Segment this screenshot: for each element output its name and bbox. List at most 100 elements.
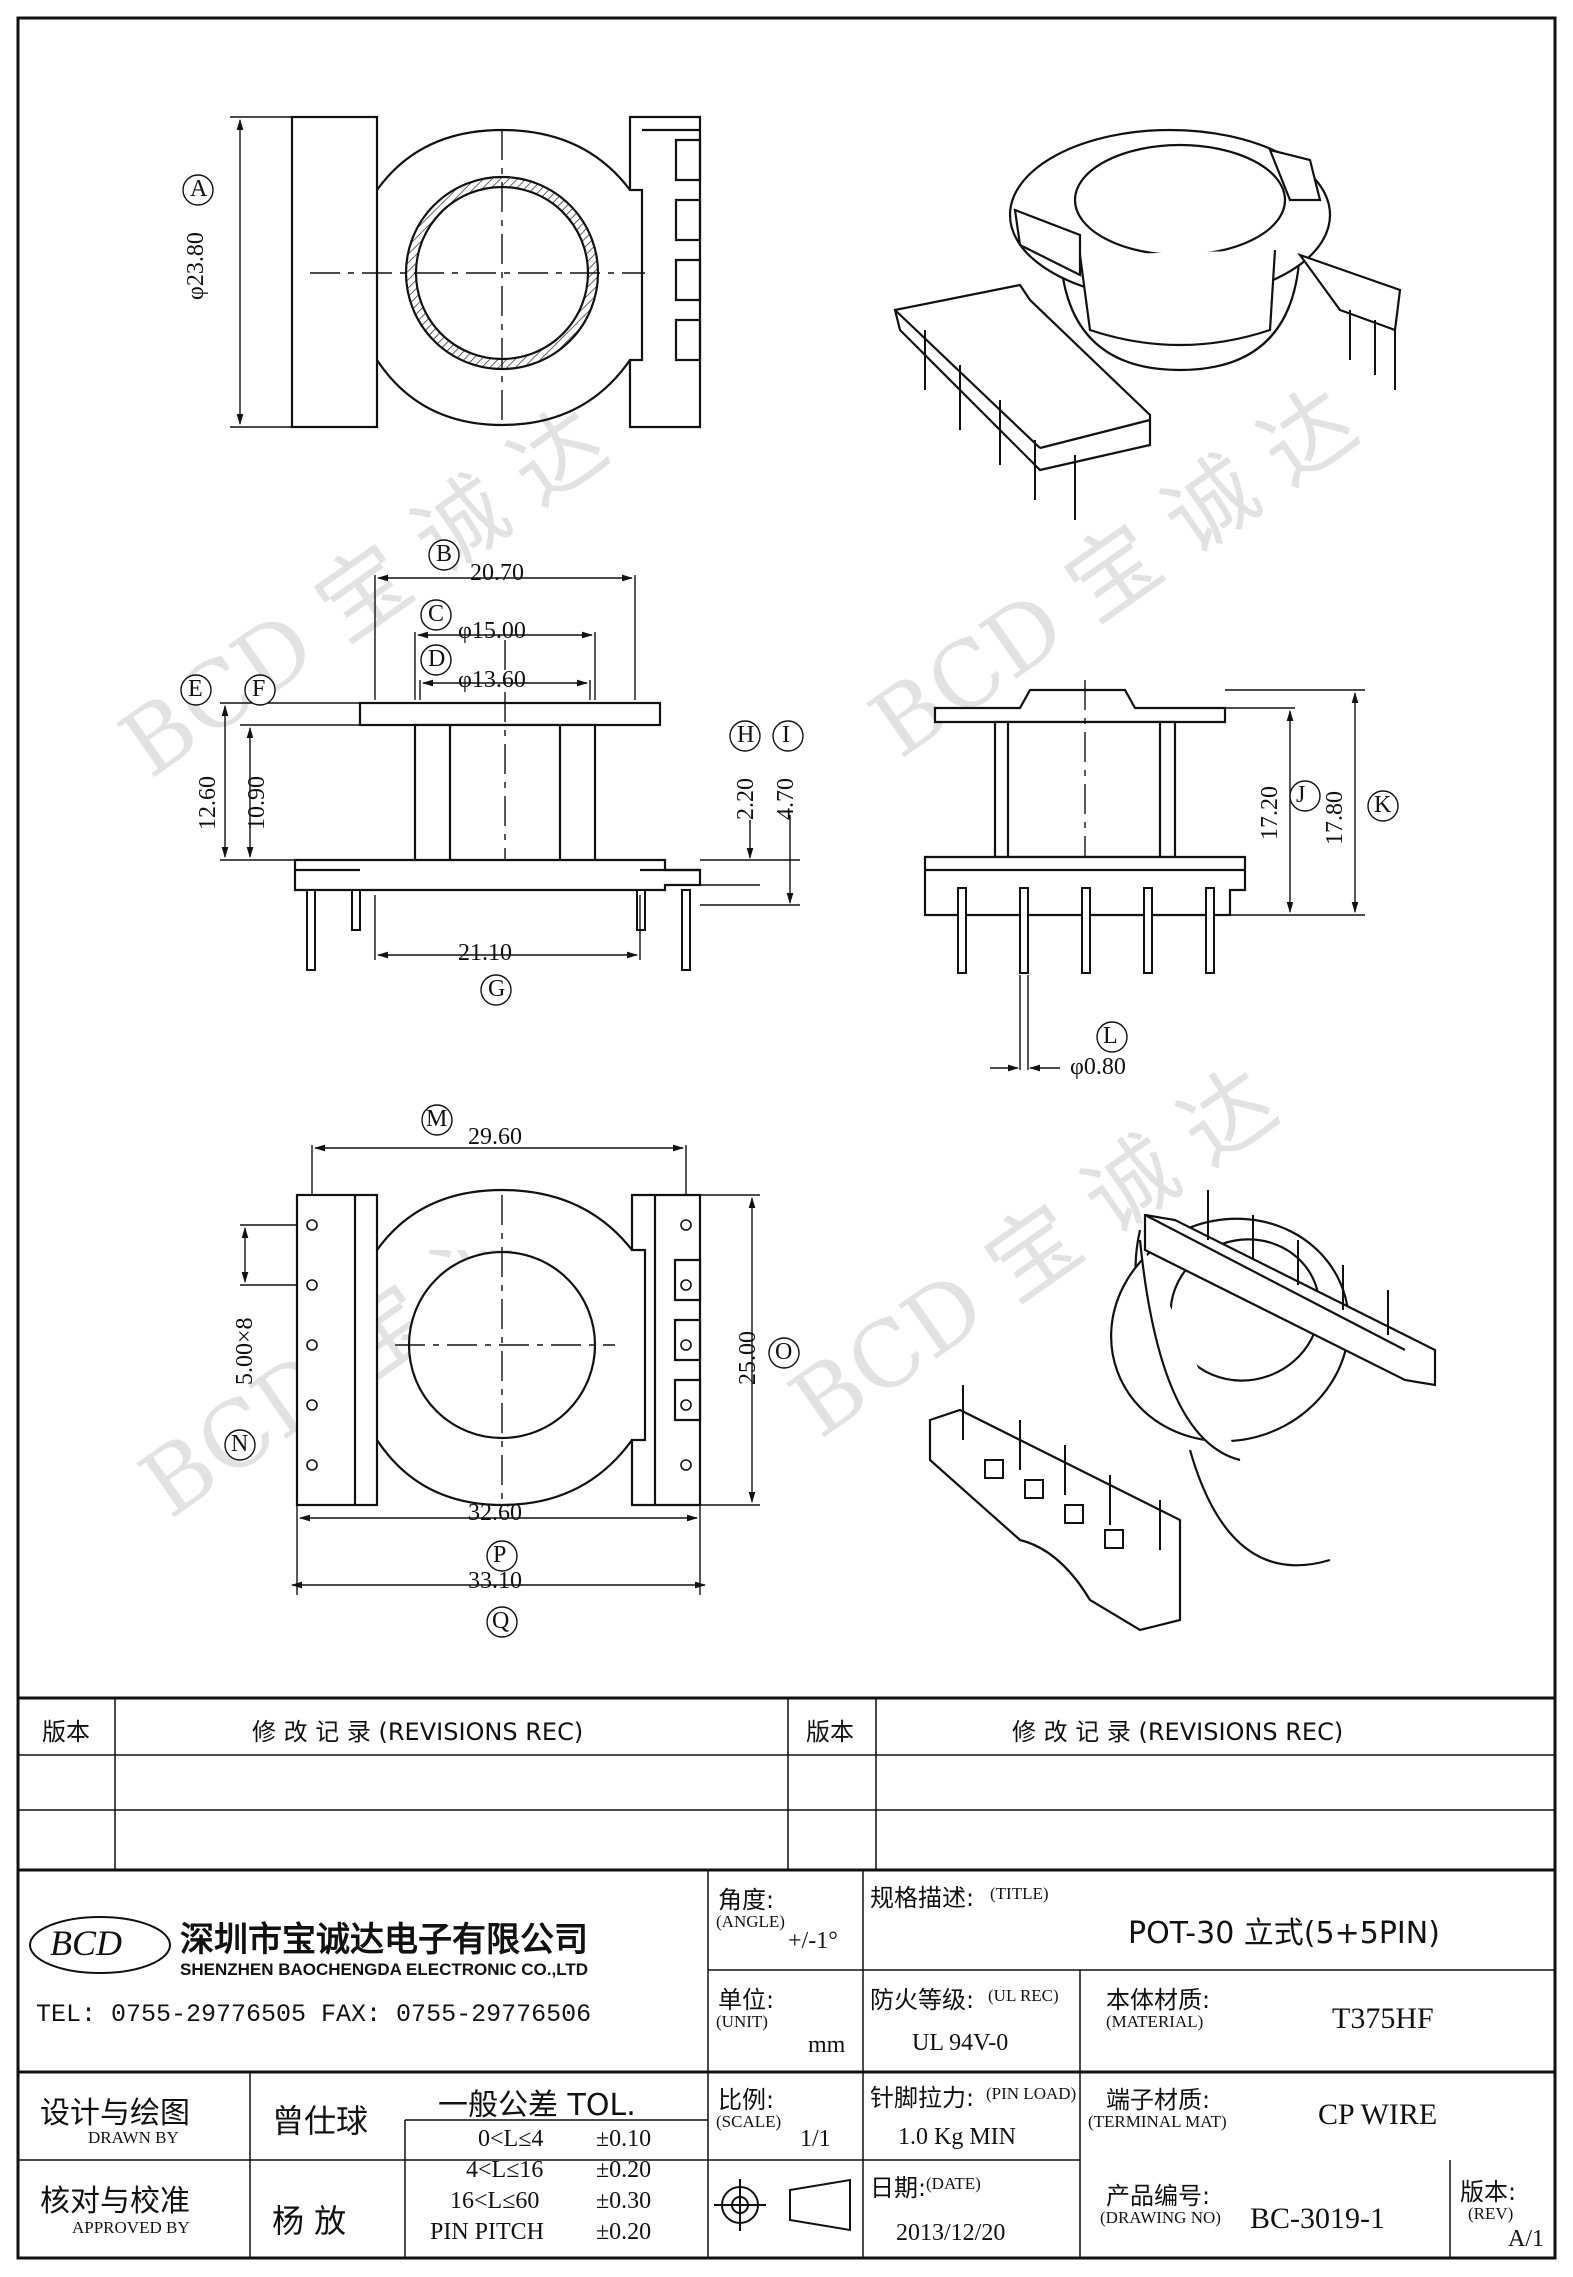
pinload-label-en: (PIN LOAD) [986, 2084, 1077, 2103]
drawn-label-en: DRAWN BY [88, 2128, 179, 2147]
ul-label: 防火等级: [870, 1986, 975, 2014]
title-value: POT-30 立式(5+5PIN) [1128, 1916, 1440, 1951]
ul-label-en: (UL REC) [988, 1986, 1059, 2005]
dim-D-value: φ13.60 [458, 667, 526, 693]
dim-I-value: 4.70 [773, 778, 799, 820]
company-logo-text: BCD [50, 1923, 122, 1963]
dim-B-value: 20.70 [470, 560, 524, 586]
unit-label-en: (UNIT) [716, 2012, 768, 2031]
company-logo [29, 1916, 171, 1974]
unit-value: mm [808, 2032, 846, 2058]
revision-version-label-left: 版本 [42, 1718, 90, 1746]
title-label-en: (TITLE) [990, 1884, 1049, 1903]
dim-N-letter: N [231, 1431, 249, 1457]
dim-O-value: 25.00 [735, 1331, 761, 1385]
revision-version-label-right: 版本 [806, 1718, 854, 1746]
rev-value: A/1 [1508, 2226, 1544, 2252]
pinload-value: 1.0 Kg MIN [898, 2124, 1016, 2150]
tol-value-4: ±0.20 [596, 2219, 652, 2245]
dim-K-letter: K [1374, 792, 1392, 818]
material-label-en: (MATERIAL) [1106, 2012, 1204, 2031]
side-dims [990, 689, 1399, 1072]
drawn-value: 曾仕球 [272, 2102, 369, 2140]
front-dims [180, 539, 804, 1006]
projection-symbol [714, 2178, 851, 2232]
bottom-view [295, 1188, 702, 1507]
dim-K-value: 17.80 [1322, 791, 1348, 845]
dim-A-value: φ23.80 [183, 232, 209, 300]
tol-range-2: 4<L≤16 [466, 2157, 544, 2183]
top-view [290, 115, 702, 429]
dim-Q-value: 33.10 [468, 1568, 522, 1594]
angle-label: 角度: [718, 1886, 775, 1914]
title-label: 规格描述: [870, 1884, 975, 1912]
tol-value-2: ±0.20 [596, 2157, 652, 2183]
material-label: 本体材质: [1106, 1986, 1211, 2014]
sheet-border [16, 16, 1557, 2260]
scale-label-en: (SCALE) [716, 2112, 782, 2131]
angle-value: +/-1° [788, 1928, 838, 1954]
material-value: T375HF [1332, 2002, 1434, 2035]
rev-label-en: (REV) [1468, 2204, 1514, 2223]
iso-view-bottom [928, 1190, 1437, 1632]
dim-Q-letter: Q [492, 1608, 510, 1634]
dim-J-value: 17.20 [1257, 786, 1283, 840]
company-contact: TEL: 0755-29776505 FAX: 0755-29776506 [36, 2000, 592, 2029]
scale-value: 1/1 [800, 2126, 831, 2152]
dim-G-letter: G [488, 976, 506, 1002]
title-block-grid [18, 1696, 1555, 2258]
dim-H-letter: H [737, 722, 755, 748]
dim-N-value: 5.00×8 [232, 1317, 258, 1385]
front-view [293, 640, 702, 971]
approved-label-en: APPROVED BY [72, 2218, 190, 2237]
dim-L-value: φ0.80 [1070, 1054, 1126, 1080]
side-view [923, 680, 1247, 974]
dim-C-letter: C [428, 601, 445, 627]
angle-label-en: (ANGLE) [716, 1912, 785, 1931]
company-name-cn: 深圳市宝诚达电子有限公司 [180, 1920, 588, 1960]
terminal-label-en: (TERMINAL MAT) [1088, 2112, 1227, 2131]
tol-value-1: ±0.10 [596, 2126, 652, 2152]
dim-O-letter: O [775, 1339, 793, 1365]
dim-C-value: φ15.00 [458, 618, 526, 644]
date-value: 2013/12/20 [896, 2220, 1006, 2246]
drawing-no-value: BC-3019-1 [1250, 2202, 1385, 2235]
drawing-no-label: 产品编号: [1106, 2182, 1211, 2210]
dim-M-letter: M [426, 1106, 448, 1132]
dim-P-value: 32.60 [468, 1500, 522, 1526]
dim-L-letter: L [1103, 1023, 1118, 1049]
date-label-en: (DATE) [926, 2174, 981, 2193]
dim-H-value: 2.20 [733, 778, 759, 820]
tol-value-3: ±0.30 [596, 2188, 652, 2214]
scale-label: 比例: [718, 2086, 775, 2114]
dim-F-value: 10.90 [244, 776, 270, 830]
dim-G-value: 21.10 [458, 940, 512, 966]
revision-record-label-left: 修 改 记 录 (REVISIONS REC) [252, 1718, 584, 1746]
ul-value: UL 94V-0 [912, 2030, 1009, 2056]
dim-D-letter: D [428, 646, 446, 672]
revision-record-label-right: 修 改 记 录 (REVISIONS REC) [1012, 1718, 1344, 1746]
tol-label: 一般公差 TOL. [438, 2088, 636, 2123]
date-label: 日期: [870, 2174, 927, 2202]
dim-I-letter: I [782, 722, 790, 748]
pinload-label: 针脚拉力: [870, 2084, 975, 2112]
tol-range-4: PIN PITCH [430, 2219, 545, 2245]
dim-A-letter: A [190, 176, 208, 202]
tol-range-1: 0<L≤4 [478, 2126, 544, 2152]
dim-E-value: 12.60 [195, 776, 221, 830]
unit-label: 单位: [718, 1986, 775, 2014]
dim-A [182, 116, 292, 428]
approved-value: 杨 放 [272, 2202, 347, 2240]
dim-F-letter: F [252, 676, 266, 702]
tol-range-3: 16<L≤60 [450, 2188, 540, 2214]
iso-view-top [893, 128, 1402, 520]
rev-label: 版本: [1460, 2178, 1517, 2206]
dim-B-letter: B [436, 541, 453, 567]
terminal-label: 端子材质: [1106, 2086, 1211, 2114]
approved-label: 核对与校准 [40, 2184, 190, 2219]
dim-J-letter: J [1296, 782, 1306, 808]
drawing-no-label-en: (DRAWING NO) [1100, 2208, 1221, 2227]
drawn-label: 设计与绘图 [40, 2096, 190, 2131]
dim-P-letter: P [493, 1542, 507, 1568]
